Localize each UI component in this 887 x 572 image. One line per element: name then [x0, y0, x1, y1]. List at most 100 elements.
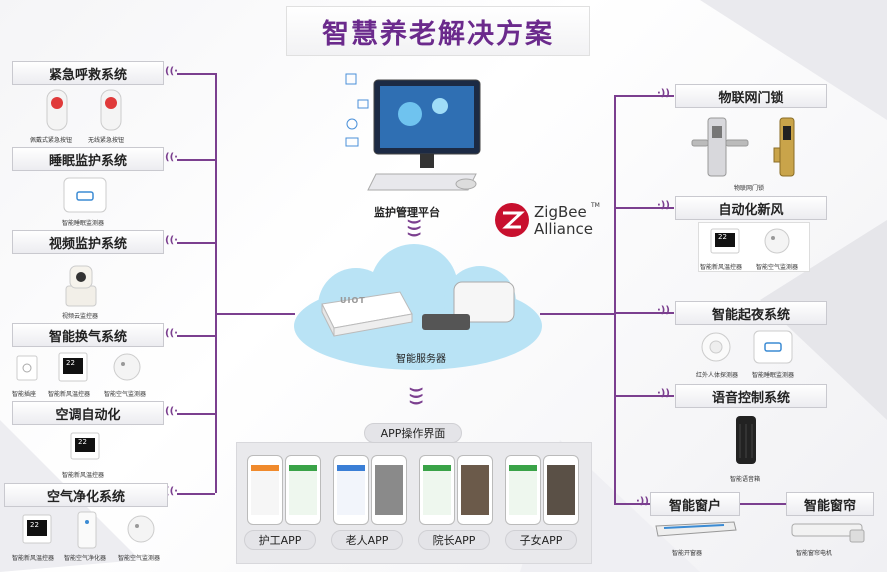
- device-caption: 智能睡眠监测器: [62, 220, 105, 227]
- app-label-children: 子女APP: [505, 530, 577, 550]
- title-banner: 智慧养老解决方案: [286, 6, 590, 56]
- smart-socket-icon: [16, 355, 38, 381]
- door-lock-icon: [773, 117, 795, 177]
- phone-mockup: [419, 455, 455, 525]
- connector-line: [614, 503, 650, 505]
- connector-line: [177, 73, 215, 75]
- connector-line: [540, 313, 614, 315]
- connector-line: [177, 242, 215, 244]
- right-bus-line: [614, 95, 616, 505]
- label-ac-automation: 空调自动化: [12, 401, 164, 425]
- thermostat-display: 22: [718, 233, 727, 241]
- wifi-signal-icon: ))): [405, 218, 422, 238]
- label-smart-window: 智能窗户: [650, 492, 740, 516]
- wifi-signal-icon: ·)): [636, 496, 649, 507]
- label-night-rise: 智能起夜系统: [675, 301, 827, 325]
- phone-mockup: [371, 455, 407, 525]
- phone-mockup: [333, 455, 369, 525]
- video-camera-icon: [65, 265, 97, 307]
- air-monitor-icon: [113, 353, 141, 381]
- app-label-caregiver: 护工APP: [244, 530, 316, 550]
- connector-line: [614, 312, 674, 314]
- zigbee-tm: TM: [591, 202, 600, 209]
- connector-line: [215, 313, 295, 315]
- page-title: 智慧养老解决方案: [322, 18, 554, 50]
- connector-line: [614, 207, 674, 209]
- label-voice-control: 语音控制系统: [675, 384, 827, 408]
- wifi-signal-icon: ((·: [165, 406, 178, 417]
- device-caption: 智能语音箱: [730, 476, 761, 483]
- phone-mockup: [543, 455, 579, 525]
- thermostat-icon: [22, 514, 52, 544]
- phone-mockup: [285, 455, 321, 525]
- zigbee-alliance: Alliance: [534, 220, 593, 238]
- thermostat-display: 22: [30, 521, 39, 529]
- wifi-signal-icon: ·)): [657, 200, 670, 211]
- curtain-motor-icon: [791, 523, 865, 543]
- zigbee-name: ZigBee: [534, 203, 587, 221]
- label-iot-door-lock: 物联网门锁: [675, 84, 827, 108]
- connector-line: [177, 335, 215, 337]
- device-caption: 智能新风温控器: [62, 472, 105, 479]
- device-caption: 佩戴式紧急按钮: [30, 137, 73, 144]
- door-lock-icon: [691, 117, 749, 177]
- connector-line: [614, 95, 674, 97]
- wifi-signal-icon: ((·: [165, 66, 178, 77]
- label-ventilation: 智能换气系统: [12, 323, 164, 347]
- sleep-monitor-icon: [63, 177, 107, 213]
- zigbee-logo-icon: [495, 203, 529, 237]
- router-icon: [321, 291, 413, 337]
- wifi-signal-icon: ((·: [165, 152, 178, 163]
- thermostat-display: 22: [78, 438, 87, 446]
- device-caption: 智能新风温控器: [700, 264, 743, 271]
- thermostat-icon: [710, 228, 740, 254]
- phone-mockup: [505, 455, 541, 525]
- sleep-monitor-icon: [753, 330, 793, 364]
- connector-line: [177, 493, 215, 495]
- smart-speaker-icon: [736, 416, 756, 464]
- air-monitor-icon: [127, 515, 155, 543]
- device-caption: 红外人体探测器: [696, 372, 739, 379]
- connector-line: [614, 395, 674, 397]
- device-caption: 智能新风温控器: [48, 391, 91, 398]
- phone-mockup: [247, 455, 283, 525]
- platform-label: 监护管理平台: [374, 206, 440, 219]
- thermostat-display: 22: [66, 359, 75, 367]
- device-caption: 智能空气净化器: [64, 555, 107, 562]
- phone-mockup: [457, 455, 493, 525]
- wifi-signal-icon: ))): [407, 386, 424, 406]
- wifi-signal-icon: ((·: [165, 486, 178, 497]
- label-air-purify: 空气净化系统: [4, 483, 168, 507]
- window-opener-icon: [655, 521, 737, 537]
- wifi-signal-icon: ·)): [657, 388, 670, 399]
- label-smart-curtain: 智能窗帘: [786, 492, 874, 516]
- label-auto-fresh-air: 自动化新风: [675, 196, 827, 220]
- device-caption: 智能插座: [12, 391, 37, 398]
- server-label: 智能服务器: [396, 354, 446, 365]
- air-purifier-icon: [77, 511, 97, 549]
- wifi-signal-icon: ·)): [657, 305, 670, 316]
- monitor-computer-icon: [345, 73, 481, 191]
- device-caption: 无线紧急按钮: [88, 137, 125, 144]
- app-label-elderly: 老人APP: [331, 530, 403, 550]
- thermostat-icon: [70, 432, 100, 460]
- device-caption: 智能空气监测器: [756, 264, 799, 271]
- device-caption: 智能窗帘电机: [796, 550, 833, 557]
- router-brand: UIOT: [340, 296, 366, 305]
- device-caption: 智能空气监测器: [118, 555, 161, 562]
- connector-line: [740, 503, 786, 505]
- infrared-sensor-icon: [701, 332, 731, 362]
- thermostat-icon: [58, 352, 88, 382]
- wifi-signal-icon: ((·: [165, 328, 178, 339]
- label-sleep-monitor: 睡眠监护系统: [12, 147, 164, 171]
- device-caption: 智能空气监测器: [104, 391, 147, 398]
- device-caption: 物联网门锁: [734, 185, 765, 192]
- air-monitor-icon: [764, 228, 790, 254]
- label-video-monitor: 视频监护系统: [12, 230, 164, 254]
- device-caption: 智能开窗器: [672, 550, 703, 557]
- connector-line: [177, 413, 215, 415]
- connector-line: [177, 159, 215, 161]
- app-label-director: 院长APP: [418, 530, 490, 550]
- wireless-emergency-button-icon: [100, 89, 122, 131]
